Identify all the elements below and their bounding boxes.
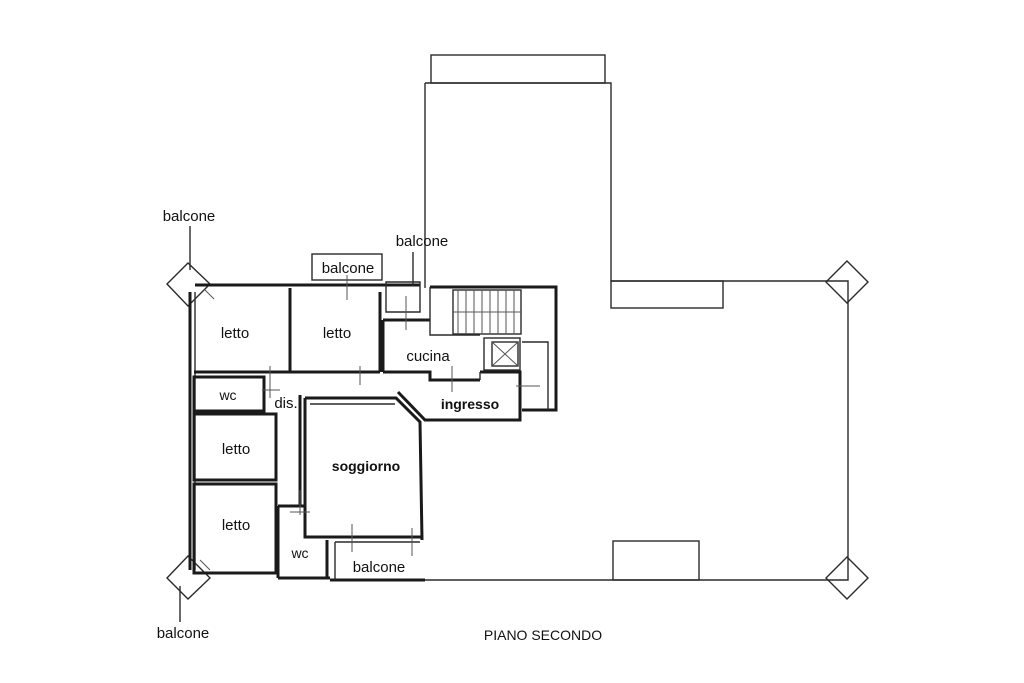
balcone-label-top-left: balcone [163, 208, 216, 225]
balcony-leaders [179, 226, 414, 622]
balcone-label-top-right: balcone [396, 233, 449, 250]
room-label-letto-4: letto [222, 517, 250, 534]
door-marks [199, 275, 540, 571]
room-label-cucina: cucina [406, 348, 450, 365]
room-label-letto-1: letto [221, 325, 249, 342]
corner-diamonds [166, 260, 869, 600]
room-label-dis: dis. [274, 395, 297, 412]
balcone-label-top-center: balcone [322, 260, 375, 277]
plan-title: PIANO SECONDO [484, 627, 602, 643]
building-outline [424, 54, 849, 581]
room-label-ingresso: ingresso [441, 396, 499, 412]
room-label-letto-2: letto [323, 325, 351, 342]
room-label-wc-2: wc [290, 545, 308, 561]
room-label-soggiorno: soggiorno [332, 458, 400, 474]
room-label-letto-3: letto [222, 441, 250, 458]
balcone-label-bottom-center: balcone [353, 559, 406, 576]
room-label-wc-1: wc [218, 387, 236, 403]
balcone-label-bottom-left: balcone [157, 625, 210, 642]
